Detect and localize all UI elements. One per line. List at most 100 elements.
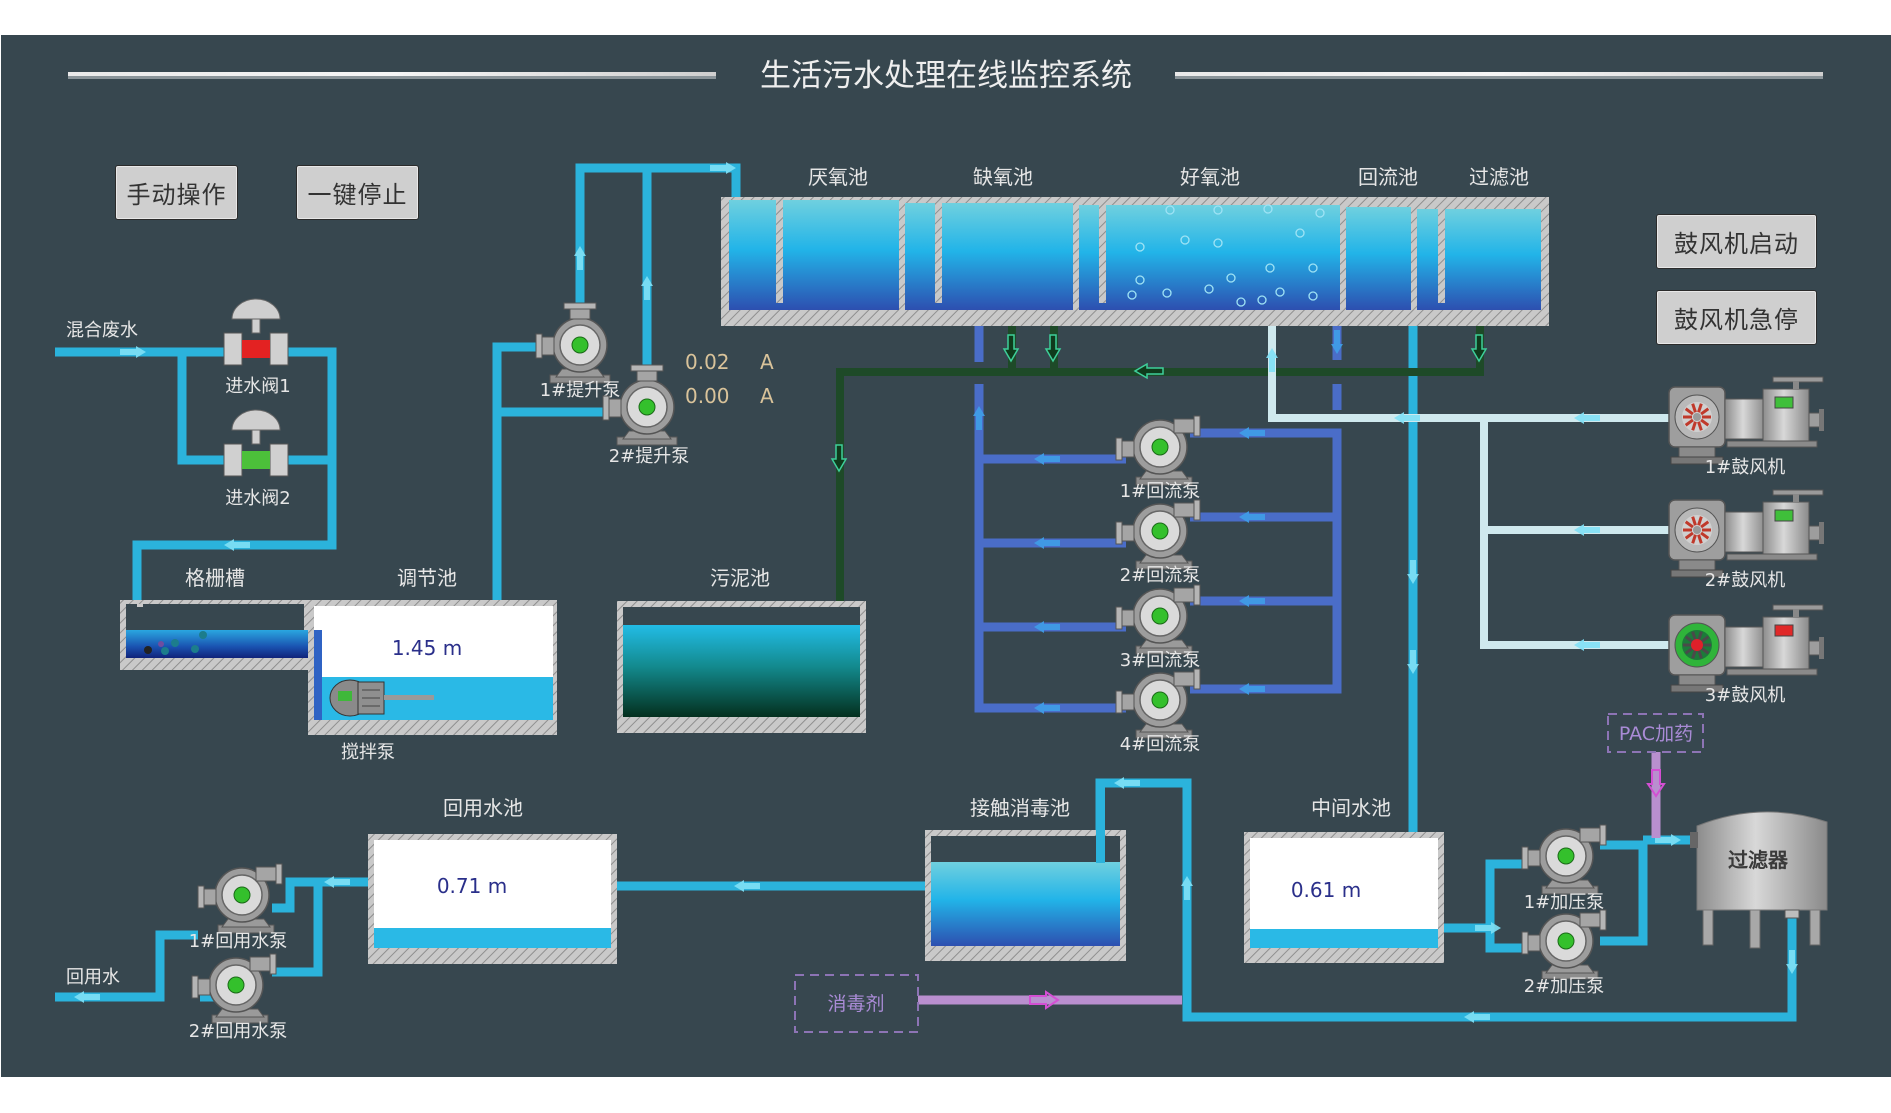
intermediate-level-readout: 0.61 m xyxy=(1291,878,1361,902)
lift-pump-2-current: 0.00 xyxy=(685,384,730,408)
lift-pump-2-label: 2#提升泵 xyxy=(609,446,690,467)
booster-pump-2-status-icon xyxy=(1557,932,1575,950)
anoxic-water xyxy=(905,203,1073,310)
return-pump-2-label: 2#回流泵 xyxy=(1120,565,1201,586)
return-tank-label: 回流池 xyxy=(1358,165,1418,189)
regulating-level-readout: 1.45 m xyxy=(392,636,462,660)
sludge-tank-label: 污泥池 xyxy=(710,566,770,590)
inlet-valve-1[interactable] xyxy=(223,298,289,366)
filter-label: 过滤器 xyxy=(1728,848,1789,872)
lift-pump-2-current-unit: A xyxy=(760,384,774,408)
aeration-bubbles xyxy=(1127,204,1325,307)
regulating-tank-label: 调节池 xyxy=(397,566,457,590)
title-line-right xyxy=(1175,72,1823,76)
aerobic-water xyxy=(1079,205,1340,310)
mixer-pump-label: 搅拌泵 xyxy=(341,742,395,763)
disinfection-tank-label: 接触消毒池 xyxy=(970,796,1070,820)
reuse-outlet-label: 回用水 xyxy=(66,967,120,988)
blower-1-status-indicator xyxy=(1774,396,1794,409)
return-flow-arrows xyxy=(973,330,1343,714)
reuse-pump-1-label: 1#回用水泵 xyxy=(189,931,288,952)
reuse-tank-label: 回用水池 xyxy=(443,796,523,820)
blower-2[interactable] xyxy=(1668,489,1825,578)
blower-2-label: 2#鼓风机 xyxy=(1705,570,1786,591)
return-pump-1-status-icon xyxy=(1151,438,1169,456)
blower-3[interactable] xyxy=(1668,604,1825,693)
anoxic-tank-label: 缺氧池 xyxy=(973,165,1033,189)
anaerobic-water xyxy=(729,200,899,310)
lift-pump-2-status-icon xyxy=(638,398,656,416)
title-line-left xyxy=(68,72,716,76)
reuse-pump-2-status-icon xyxy=(227,976,245,994)
lift-pumps: 1#提升泵 2#提升泵 0.02 A 0.00 A xyxy=(535,302,774,467)
filter-tank-label: 过滤池 xyxy=(1469,165,1529,189)
blower-1-fan-icon xyxy=(1693,413,1701,421)
blower-start-button[interactable]: 鼓风机启动 xyxy=(1656,214,1817,269)
inlet-section: 混合废水 进水阀1 进水阀2 xyxy=(66,298,291,509)
blower-2-status-indicator xyxy=(1774,509,1794,522)
inlet-valve-2[interactable] xyxy=(223,409,289,477)
lift-pump-1-label: 1#提升泵 xyxy=(540,380,621,401)
filter-water xyxy=(1417,209,1541,310)
blower-2-fan-icon xyxy=(1693,526,1701,534)
reuse-pumps: 1#回用水泵 2#回用水泵 回用水 xyxy=(66,863,288,1042)
dosing-flow-arrows xyxy=(1029,769,1666,1010)
lift-pump-1-current: 0.02 xyxy=(685,350,730,374)
return-pumps: 1#回流泵 2#回流泵 3#回流泵 4#回流泵 xyxy=(1115,415,1201,755)
page-title: 生活污水处理在线监控系统 xyxy=(760,58,1132,94)
lift-pump-1-current-unit: A xyxy=(760,350,774,374)
valve-1-indicator xyxy=(242,340,270,358)
grille-tank-label: 格栅槽 xyxy=(185,566,245,590)
aerobic-tank-label: 好氧池 xyxy=(1180,165,1240,189)
return-pump-1-label: 1#回流泵 xyxy=(1120,481,1201,502)
booster-pump-1-status-icon xyxy=(1557,847,1575,865)
inlet-label: 混合废水 xyxy=(66,320,138,341)
sludge-flow-arrows xyxy=(830,334,1488,473)
blowers: 1#鼓风机 2#鼓风机 3#鼓风机 xyxy=(1668,376,1825,706)
anaerobic-tank-label: 厌氧池 xyxy=(808,165,868,189)
booster-pump-1-label: 1#加压泵 xyxy=(1524,892,1605,913)
disinfection-tank: 接触消毒池 消毒剂 xyxy=(794,783,1126,1033)
blower-3-status-indicator xyxy=(1774,624,1794,637)
blower-3-label: 3#鼓风机 xyxy=(1705,685,1786,706)
manual-operation-button[interactable]: 手动操作 xyxy=(115,165,238,220)
water-pipes xyxy=(55,163,1797,1022)
disinfectant-dosing-box[interactable] xyxy=(794,974,919,1033)
return-pump-3-label: 3#回流泵 xyxy=(1120,650,1201,671)
return-water xyxy=(1346,207,1411,310)
blower-3-fan-icon xyxy=(1691,639,1703,651)
intermediate-tank: 中间水池 0.61 m xyxy=(1244,796,1444,963)
return-pump-3-status-icon xyxy=(1151,607,1169,625)
bio-reactor-tank: 厌氧池 缺氧池 好氧池 回流池 过滤池 xyxy=(721,165,1549,326)
grille-tank: 格栅槽 xyxy=(120,566,314,670)
air-flow-arrows xyxy=(1266,348,1600,651)
pac-dosing-box[interactable] xyxy=(1607,713,1704,753)
lift-pump-1-status-icon xyxy=(571,336,589,354)
intermediate-tank-label: 中间水池 xyxy=(1311,796,1391,820)
booster-section: 1#加压泵 2#加压泵 PAC加药 过滤器 xyxy=(1521,713,1828,997)
valve-2-indicator xyxy=(242,451,270,469)
regulating-tank: 调节池 1.45 m 搅拌泵 xyxy=(308,566,557,763)
filter-vessel[interactable]: 过滤器 xyxy=(1690,811,1828,949)
mixer-pump[interactable] xyxy=(329,679,434,717)
reuse-tank: 回用水池 0.71 m xyxy=(368,796,617,964)
return-pump-2-status-icon xyxy=(1151,522,1169,540)
inlet-valve-1-label: 进水阀1 xyxy=(225,376,290,397)
disinfectant-label: 消毒剂 xyxy=(827,993,884,1015)
booster-pump-2-label: 2#加压泵 xyxy=(1524,976,1605,997)
stop-all-button[interactable]: 一键停止 xyxy=(296,165,419,220)
pac-dosing-label: PAC加药 xyxy=(1619,723,1693,745)
reuse-pump-2-label: 2#回用水泵 xyxy=(189,1021,288,1042)
inlet-valve-2-label: 进水阀2 xyxy=(225,488,290,509)
return-pump-4-status-icon xyxy=(1151,691,1169,709)
sludge-tank: 污泥池 xyxy=(617,566,866,733)
reuse-pump-1-status-icon xyxy=(233,886,251,904)
blower-1[interactable] xyxy=(1668,376,1825,465)
blower-1-label: 1#鼓风机 xyxy=(1705,457,1786,478)
blower-estop-button[interactable]: 鼓风机急停 xyxy=(1656,290,1817,345)
title-bar: 生活污水处理在线监控系统 xyxy=(68,58,1823,94)
return-pump-4-label: 4#回流泵 xyxy=(1120,734,1201,755)
water-flow-arrows xyxy=(74,162,1798,1023)
reuse-level-readout: 0.71 m xyxy=(437,874,507,898)
